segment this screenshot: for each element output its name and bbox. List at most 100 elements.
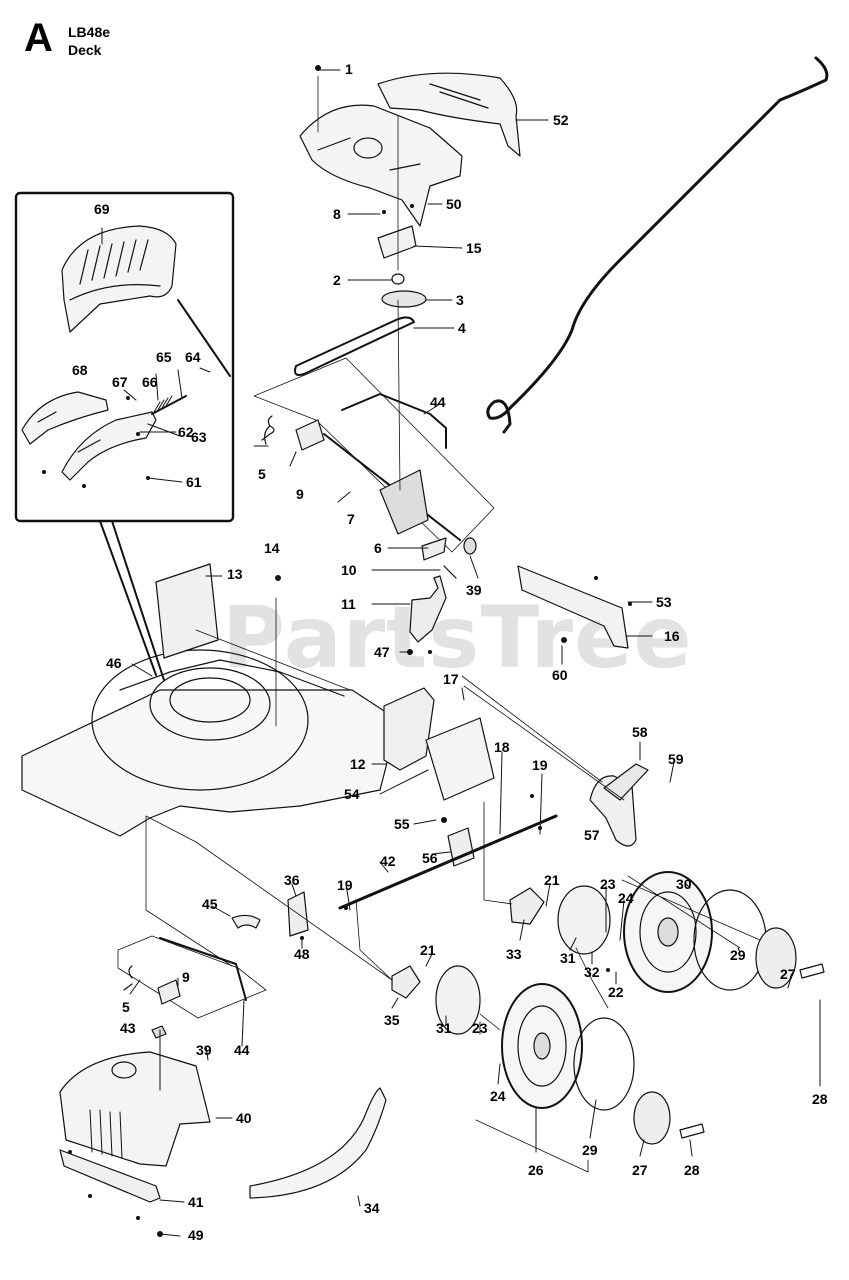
callout-64: 64 [185,349,201,365]
section-title: Deck [68,42,102,58]
part-46-deck [21,563,399,837]
callout-17: 17 [443,671,459,687]
callout-12: 12 [350,756,366,772]
callout-28-front: 28 [684,1162,700,1178]
part-3-pulley [381,290,427,308]
part-43-clip [151,1025,167,1039]
callout-leaders [101,69,821,1237]
callout-9-lower: 9 [182,969,190,985]
part-15-bracket [377,225,417,259]
inset-leader-line [99,520,165,681]
callout-31-rear: 31 [560,950,576,966]
callout-22: 22 [608,984,624,1000]
callout-28-rear: 28 [812,1091,828,1107]
callout-3: 3 [456,292,464,308]
callout-18: 18 [494,739,510,755]
part-12-lever [383,687,435,771]
callout-61: 61 [186,474,202,490]
drive-cable [486,56,829,434]
callout-1: 1 [345,61,353,77]
callout-21-front: 21 [420,942,436,958]
callout-11: 11 [341,596,356,612]
callout-16: 16 [664,628,680,644]
part-40-front-cover [59,1051,211,1167]
part-69-rear-cover [61,225,177,333]
inset-detail-box [14,191,235,523]
fasteners [42,65,632,1237]
callout-53: 53 [656,594,672,610]
part-34-flap [249,1087,387,1199]
callout-44-lower: 44 [234,1042,250,1058]
callout-29-front: 29 [582,1142,598,1158]
callout-30: 30 [676,876,692,892]
part-30-rear-wheel [623,871,713,993]
section-letter: A [24,16,53,60]
callout-67: 67 [112,374,128,390]
callout-35: 35 [384,1012,400,1028]
callout-63: 63 [191,429,207,445]
part-33-bracket [509,887,545,925]
callout-19-lower: 19 [337,877,353,893]
lower-drive-assembly [117,935,267,1019]
part-29-tire-ring-front [573,1017,635,1111]
callout-24-front: 24 [490,1088,506,1104]
part-31-hub [557,885,611,955]
callout-36: 36 [284,872,300,888]
part-52-top-cover [377,72,521,157]
part-45-clip [231,914,261,929]
callout-29-rear: 29 [730,947,746,963]
part-4-belt [294,316,415,376]
callout-44-upper: 44 [430,394,446,410]
callout-66: 66 [142,374,158,390]
part-41-skid [59,1149,161,1203]
callout-54: 54 [344,786,360,802]
callout-32: 32 [584,964,600,980]
callout-48: 48 [294,946,310,962]
callout-23-front: 23 [472,1020,488,1036]
callout-59: 59 [668,751,684,767]
callout-62: 62 [178,424,194,440]
callout-49: 49 [188,1227,204,1243]
callout-34: 34 [364,1200,380,1216]
callout-60: 60 [552,667,568,683]
callout-41: 41 [188,1194,204,1210]
callout-39-upper: 39 [466,582,482,598]
callout-69: 69 [94,201,110,217]
callout-55: 55 [394,816,410,832]
callout-68: 68 [72,362,88,378]
callout-57: 57 [584,827,600,843]
callout-15: 15 [466,240,482,256]
callout-7: 7 [347,511,355,527]
callout-47: 47 [374,644,390,660]
callout-27-front: 27 [632,1162,648,1178]
part-11-lever [409,575,447,643]
part-28-bolt-front [679,1123,705,1139]
callout-40: 40 [236,1110,252,1126]
part-28-bolt [799,963,825,979]
callout-14: 14 [264,540,280,556]
part-27-hubcap-front [633,1091,671,1145]
callout-42: 42 [380,853,396,869]
callout-9-upper: 9 [296,486,304,502]
part-64-rod [151,299,231,415]
guide-lines [145,75,761,1173]
part-35-bracket [391,965,421,999]
callout-31-front: 31 [436,1020,452,1036]
callout-21-rear: 21 [544,872,560,888]
callout-13: 13 [227,566,243,582]
part-58-lever [603,763,649,801]
model-name: LB48e [68,24,111,40]
callout-23-rear: 23 [600,876,616,892]
part-56-knob [447,827,475,867]
part-16-rail [517,565,629,649]
part-10-pin [443,565,457,579]
callout-43: 43 [120,1020,136,1036]
callout-2: 2 [333,272,341,288]
callout-10: 10 [341,562,357,578]
drive-assembly [253,357,495,561]
callout-5-upper: 5 [258,466,266,482]
callout-8: 8 [333,206,341,222]
part-68-cover-half [21,391,157,481]
part-50-deck-cover [299,104,463,227]
